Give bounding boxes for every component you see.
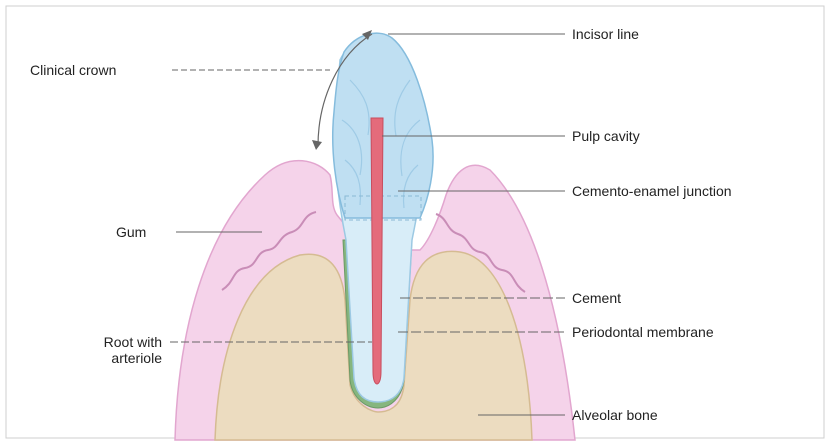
label-clinical-crown: Clinical crown	[30, 62, 116, 78]
label-gum: Gum	[116, 224, 146, 240]
label-alveolar-bone: Alveolar bone	[572, 407, 658, 423]
label-pulp-cavity: Pulp cavity	[572, 128, 640, 144]
label-cemento-enamel-junction: Cemento-enamel junction	[572, 183, 732, 199]
pulp-cavity	[371, 118, 383, 384]
label-cement: Cement	[572, 290, 621, 306]
label-periodontal-membrane: Periodontal membrane	[572, 324, 714, 340]
label-root-with-arteriole: Root with arteriole	[70, 334, 162, 366]
label-incisal-line: Incisor line	[572, 26, 639, 42]
arc-arrowhead-bottom	[312, 140, 322, 150]
